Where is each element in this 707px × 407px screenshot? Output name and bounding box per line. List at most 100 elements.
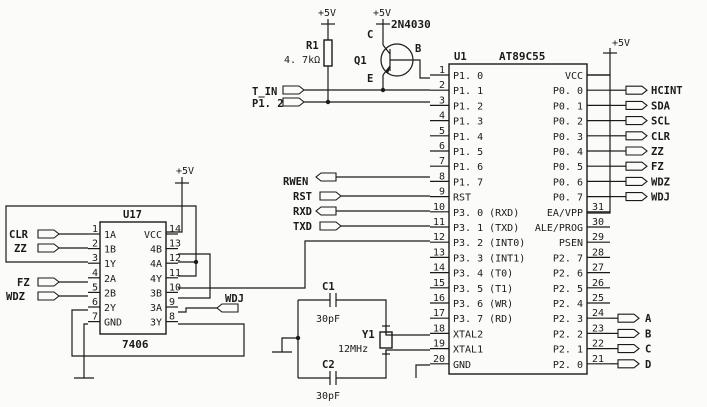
u17-pin-name: 2Y (104, 303, 116, 314)
u1-pin-name: P1. 3 (453, 117, 483, 128)
u17-pin-name: 4B (150, 245, 162, 256)
p0-net-flag (625, 176, 648, 186)
u1-pin-name: P1. 4 (453, 132, 483, 143)
u17-pin-name: 2B (104, 288, 116, 299)
u1-pin-name: P0. 7 (553, 193, 583, 204)
u17-net-wdj-flag (216, 303, 239, 313)
u17-net-wdz-label: WDZ (6, 291, 25, 303)
u1-pin-number: 1 (439, 65, 445, 76)
u1-pin-name: P3. 6 (WR) (453, 299, 513, 310)
c2-ref: C2 (322, 359, 335, 371)
y1-ref: Y1 (362, 329, 375, 341)
p0-net-label: SDA (651, 100, 671, 112)
u1-pin-number: 18 (433, 323, 445, 334)
q1-supply-label: +5V (373, 8, 391, 19)
u17-pin-number: 9 (169, 297, 175, 308)
p0-net-flag (625, 100, 648, 110)
u17-net-fz-flag (37, 277, 60, 287)
u17-net-zz-label: ZZ (14, 243, 27, 255)
net-rst-label: RST (293, 191, 312, 203)
r1-ref: R1 (306, 40, 319, 52)
p0-net-label: HCINT (651, 85, 683, 97)
p2-net-label: A (645, 313, 652, 325)
u1-pin-number: 4 (439, 111, 445, 122)
net-rxd-flag (315, 206, 337, 216)
u1-pin-number: 29 (592, 232, 604, 243)
u1-pin-name: P1. 5 (453, 147, 483, 158)
u1-pin-number: 13 (433, 247, 445, 258)
net-rwen-label: RWEN (283, 176, 308, 188)
net-t-in-label: T_IN (252, 86, 277, 98)
u17-pin-number: 1 (92, 224, 98, 235)
u1-part: AT89C55 (499, 50, 545, 63)
u1-pin-name: XTAL1 (453, 345, 483, 356)
u17-net-clr-label: CLR (9, 229, 29, 241)
u1-pin-name: GND (453, 360, 471, 371)
c2-value: 30pF (316, 391, 340, 402)
u1-pin-number: 11 (433, 217, 445, 228)
p0-net-label: CLR (651, 131, 671, 143)
u17-pin-number: 4 (92, 268, 98, 279)
u17-pin-name: 3Y (150, 318, 162, 329)
net-txd-flag (319, 221, 342, 231)
u1-vcc-label: +5V (612, 38, 630, 49)
p0-net-flag (625, 131, 648, 141)
u17-pin-number: 7 (92, 312, 98, 323)
p0-net-flag (625, 85, 648, 95)
u1-pin-name: EA/VPP (547, 208, 583, 219)
u1-pin-number: 24 (592, 308, 604, 319)
u17-pin-number: 2 (92, 239, 98, 250)
net-p1-2-flag (282, 97, 305, 107)
u17-ref: U17 (123, 209, 142, 221)
u1-pin-name: RST (453, 193, 471, 204)
u1-pin-name: P2. 0 (553, 360, 583, 371)
u1-pin-number: 9 (439, 187, 445, 198)
u1-pin-name: P2. 2 (553, 329, 583, 340)
crystal-circuit: C1 30pF C2 30pF Y1 12MHz (272, 281, 430, 402)
u1-pin-name: P0. 6 (553, 177, 583, 188)
u17-pin-name: 1B (104, 245, 116, 256)
y1-value: 12MHz (338, 344, 368, 355)
u17-pin-name: GND (104, 318, 122, 329)
c1-value: 30pF (316, 314, 340, 325)
u1-pin-name: P1. 1 (453, 86, 483, 97)
p2-net-flag (617, 359, 640, 369)
c1-ref: C1 (322, 281, 335, 293)
u17-pin-number: 11 (169, 268, 181, 279)
u1-ref: U1 (454, 51, 467, 63)
u1-pin-name: PSEN (559, 238, 583, 249)
u1-vcc-supply: +5V (587, 38, 630, 214)
u1-pin-number: 26 (592, 278, 604, 289)
u17-pin-number: 14 (169, 224, 181, 235)
u1-pin-number: 14 (433, 263, 445, 274)
u1-pin-number: 6 (439, 141, 445, 152)
net-rxd-label: RXD (293, 206, 312, 218)
r1-supply-label: +5V (318, 8, 336, 19)
u1-pin-number: 30 (592, 217, 604, 228)
q1-c-label: C (367, 29, 373, 41)
u17-pin-number: 6 (92, 297, 98, 308)
q1-part: 2N4030 (391, 18, 431, 31)
u1-pin-name: P2. 5 (553, 284, 583, 295)
u1-pin-name: P0. 5 (553, 162, 583, 173)
u17-pin-name: 1A (104, 230, 116, 241)
u1-pin-name: P3. 0 (RXD) (453, 208, 519, 219)
net-p1-2-label: P1. 2 (252, 98, 284, 110)
u1-pin-name: P0. 1 (553, 101, 583, 112)
u1-pin-number: 23 (592, 323, 604, 334)
p0-net-label: SCL (651, 116, 670, 128)
u1-pin-name: P2. 7 (553, 253, 583, 264)
p2-net-label: D (645, 359, 651, 371)
u1-pin-name: ALE/PROG (535, 223, 583, 234)
p2-net-flag (617, 344, 640, 354)
u17-pin-name: 3B (150, 288, 162, 299)
u1-pin-name: P1. 0 (453, 71, 483, 82)
u17-wiring (5, 205, 430, 379)
u1-pin-name: P2. 4 (553, 299, 583, 310)
u17-net-wdz-flag (37, 291, 60, 301)
u17-pin-number: 8 (169, 312, 175, 323)
